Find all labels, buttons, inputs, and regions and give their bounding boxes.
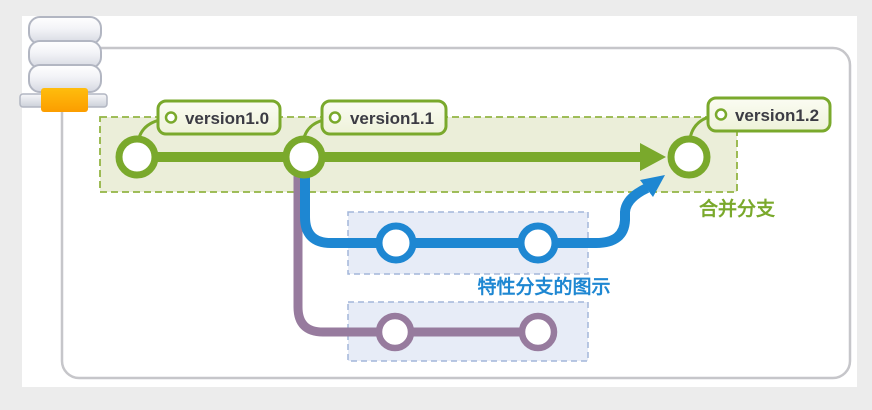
- version-tag-2: version1.1: [320, 99, 448, 136]
- main-arrowhead-icon: [640, 143, 666, 171]
- version-tag-3-label: version1.2: [735, 106, 819, 125]
- valve-icon: [41, 88, 88, 112]
- version-tag-2-label: version1.1: [350, 109, 434, 128]
- tag-eyelet-icon: [164, 111, 178, 124]
- version-tag-1: version1.0: [156, 99, 282, 136]
- version-tag-3: version1.2: [706, 96, 832, 133]
- commit-node-secondary-1: [375, 312, 415, 352]
- commit-node-main-2: [282, 135, 326, 179]
- tag-eyelet-icon: [328, 111, 342, 124]
- repository-icon: [19, 16, 108, 112]
- feature-branch-line: [300, 170, 650, 248]
- tank-disc-icon: [28, 40, 102, 69]
- merge-arrowhead-icon: [640, 175, 665, 197]
- commit-node-main-3: [667, 135, 711, 179]
- tank-disc-icon: [28, 64, 102, 93]
- commit-node-feature-1: [375, 222, 417, 264]
- merge-branch-label: 合并分支: [699, 197, 776, 220]
- commit-node-feature-2: [517, 222, 559, 264]
- version-tag-1-label: version1.0: [185, 109, 269, 128]
- feature-branch-label: 特性分支的图示: [477, 275, 610, 298]
- commit-node-main-1: [115, 135, 159, 179]
- tank-disc-icon: [28, 16, 102, 45]
- tag-eyelet-icon: [714, 108, 728, 121]
- commit-node-secondary-2: [518, 312, 558, 352]
- secondary-branch-line: [293, 170, 538, 337]
